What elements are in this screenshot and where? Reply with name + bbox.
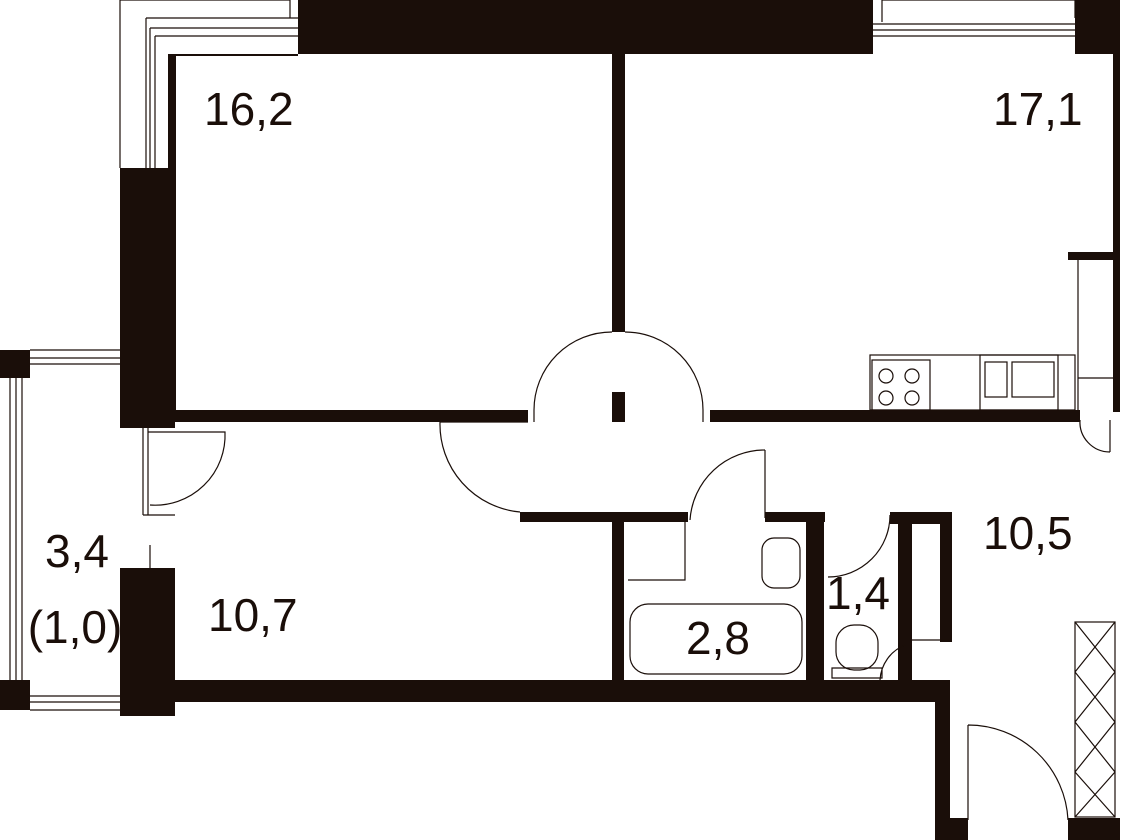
stove — [871, 359, 931, 411]
burner — [904, 368, 920, 384]
wall-partition-stub — [612, 392, 625, 422]
wall-right — [1113, 54, 1120, 254]
bathtub — [629, 603, 803, 675]
wall-top — [298, 0, 873, 54]
wall-partition-vertical — [612, 54, 625, 332]
wardrobe — [1074, 621, 1116, 818]
wall-entrance-left — [935, 690, 950, 840]
kitchen-fixtures — [869, 260, 1113, 411]
wall-left-upper — [120, 168, 175, 428]
room-area-bedroom: 16,2 — [204, 83, 294, 135]
washbasin — [761, 537, 801, 589]
wall-bath-toilet — [806, 512, 824, 680]
wall-left-thin — [168, 54, 176, 419]
burner — [904, 390, 920, 406]
room-area-hallway: 10,5 — [983, 507, 1073, 559]
toilet-bowl — [835, 624, 879, 671]
room-area-loggia-reduced: (1,0) — [27, 601, 123, 653]
room-area-room: 10,7 — [208, 589, 298, 641]
loggia-wall-top — [0, 350, 30, 378]
wall-bottom — [120, 680, 950, 698]
room-area-bathroom: 2,8 — [686, 612, 750, 664]
door-swings — [148, 331, 1111, 821]
room-area-kitchen-living: 17,1 — [993, 83, 1083, 135]
wall-entrance-right — [1068, 818, 1120, 840]
bathroom-fixtures — [628, 522, 950, 681]
sink — [979, 354, 1059, 411]
burner — [878, 390, 894, 406]
wall-kitchen-bottom — [710, 410, 1080, 422]
wall-right-column — [1068, 252, 1120, 260]
window-lines — [9, 0, 1080, 711]
wall-entrance-stub — [950, 818, 968, 840]
wall-closet-right — [940, 512, 952, 642]
wall-right-lower — [1113, 252, 1120, 412]
wall-left-thin-top — [168, 54, 298, 56]
room-area-toilet: 1,4 — [826, 567, 890, 619]
loggia-wall-bottom — [0, 680, 30, 710]
wall-wet-top — [520, 512, 688, 522]
wall-bedroom-bottom — [168, 410, 528, 422]
wall-closet — [898, 512, 912, 680]
wall-top-right-inner — [1085, 0, 1120, 10]
room-area-loggia: 3,4 — [45, 525, 109, 577]
wall-bottom-lower — [175, 696, 950, 702]
wall-wet-left — [612, 512, 624, 680]
wall-wet-top-2 — [765, 512, 825, 522]
burner — [878, 368, 894, 384]
